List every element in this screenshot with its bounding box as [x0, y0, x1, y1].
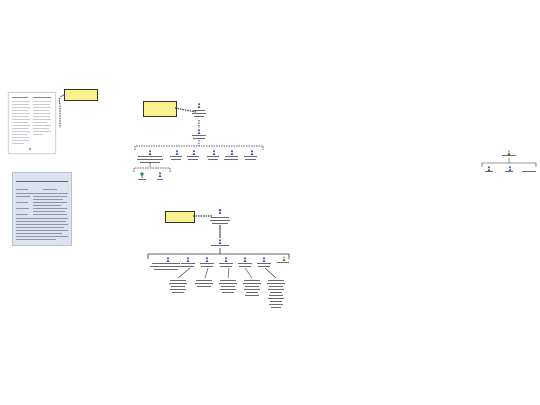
person-icon — [166, 257, 170, 262]
person-icon — [230, 150, 234, 155]
person-icon — [224, 257, 228, 262]
person-icon — [218, 209, 222, 214]
page-marker-icon — [29, 148, 31, 150]
person-icon — [243, 257, 247, 262]
person-icon — [507, 150, 511, 155]
person-icon — [205, 257, 209, 262]
person-icon — [197, 129, 201, 134]
person-icon — [250, 150, 254, 155]
person-icon — [487, 166, 491, 171]
person-icon — [262, 257, 266, 262]
person-icon — [218, 239, 222, 244]
person-icon — [186, 257, 190, 262]
user-icon — [158, 172, 162, 177]
person-icon — [148, 150, 152, 155]
document-thumbnail — [8, 92, 56, 154]
tree-icon — [140, 172, 144, 178]
person-icon — [175, 150, 179, 155]
person-icon — [197, 103, 201, 108]
summary-panel — [12, 172, 72, 246]
person-icon — [212, 150, 216, 155]
person-icon — [192, 150, 196, 155]
person-icon — [282, 256, 286, 261]
note-middle — [143, 101, 177, 117]
note-lower — [165, 211, 195, 223]
note-top-left — [64, 89, 98, 101]
person-icon — [508, 166, 512, 171]
